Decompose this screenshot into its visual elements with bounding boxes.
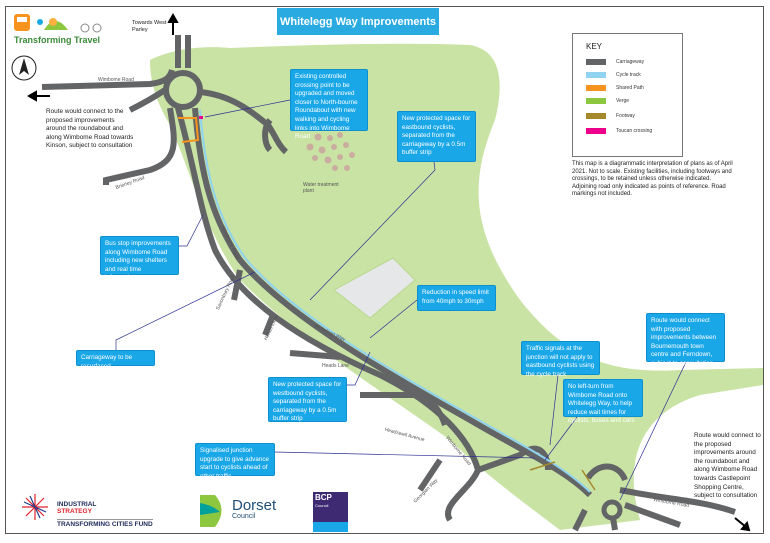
footway <box>529 461 596 491</box>
page-title: Whitelegg Way Improvements <box>277 8 439 35</box>
cycle-track-swatch <box>586 72 606 78</box>
callout-bournemouth: Route would connect with proposed improv… <box>646 313 725 367</box>
road-label: Heads Lane <box>322 363 349 369</box>
key-item: Carriageway <box>586 59 644 65</box>
key-label: Verge <box>616 98 630 104</box>
industrial-strategy-logo: INDUSTRIAL STRATEGY TRANSFORMING CITIES … <box>57 501 153 529</box>
note-route-kinson: Route would connect to the proposed impr… <box>46 108 134 150</box>
industrial-strategy-logo-icon <box>22 494 48 520</box>
logo-line: TRANSFORMING CITIES FUND <box>57 519 153 528</box>
callout-signalised: Signalised junction upgrade to give adva… <box>195 443 275 480</box>
callout-leaders <box>115 99 687 501</box>
map-key: KEY Carriageway Cycle track Shared Path … <box>572 33 683 157</box>
logo-line: STRATEGY <box>57 507 92 515</box>
callout-bus-stop: Bus stop improvements along Wimbome Road… <box>100 236 179 281</box>
key-label: Cycle track <box>616 72 641 78</box>
logo-text: Transforming Travel <box>14 35 101 45</box>
key-item: Toucan crossing <box>586 128 652 134</box>
key-item: Verge <box>586 98 629 104</box>
cycle-track <box>199 109 591 493</box>
key-item: Shared Path <box>586 85 644 91</box>
water-plant-label: Water treatment plant <box>303 182 339 194</box>
callout-signals: Traffic signals at the junction will not… <box>521 341 600 378</box>
north-icon <box>11 55 37 81</box>
callout-eastbound: New protected space for eastbound cyclis… <box>397 111 476 162</box>
shared-path <box>178 117 200 143</box>
key-item: Cycle track <box>586 72 641 78</box>
callout-resurface: Carriageway to be resurfaced <box>76 350 155 370</box>
key-item: Footway <box>586 113 635 119</box>
logo-line: Council <box>232 513 256 520</box>
direction-arrows <box>26 12 751 532</box>
logo-line: INDUSTRIAL <box>57 501 97 508</box>
callout-left-turn: No left-turn from Wimbome Road onto Whit… <box>563 379 643 424</box>
key-label: Toucan crossing <box>616 128 653 134</box>
logo-line: BCP <box>315 493 332 502</box>
bcp-logo-icon <box>313 492 348 532</box>
callout-crossing: Existing controlled crossing point to be… <box>290 69 368 140</box>
logo-line: Dorset <box>232 497 277 514</box>
south-roundabout <box>601 499 623 521</box>
key-title: KEY <box>586 42 603 51</box>
toucan-crossing <box>199 116 203 119</box>
carriageway-roads <box>41 35 736 532</box>
bcp-logo: BCP Council <box>315 494 332 510</box>
dorset-logo-icon <box>200 495 222 527</box>
note-route-castlepoint: Route would connect to the proposed impr… <box>694 432 761 500</box>
transforming-travel-logo-icon <box>14 14 102 33</box>
verge-swatch <box>586 98 606 104</box>
callout-westbound: New protected space for westbound cyclis… <box>268 377 347 422</box>
footway-swatch <box>586 113 606 119</box>
map-frame <box>5 6 764 534</box>
key-label: Shared Path <box>616 85 644 91</box>
water-treatment-dots <box>306 132 355 171</box>
carriageway-swatch <box>586 59 606 65</box>
north-roundabout <box>163 70 203 110</box>
key-label: Footway <box>616 113 635 119</box>
logo-line: Council <box>315 503 329 508</box>
toucan-swatch <box>586 128 606 134</box>
shared-path-swatch <box>586 85 606 91</box>
disclaimer: This map is a diagrammatic interpretatio… <box>572 161 733 197</box>
callout-speed: Reduction in speed limit from 40mph to 3… <box>417 285 496 311</box>
dorset-logo: Dorset Council <box>232 498 276 521</box>
key-label: Carriageway <box>616 59 645 65</box>
road-label: Wimbome Road <box>98 77 134 83</box>
towards-west-parley: Towards West Parley <box>132 20 167 33</box>
grey-site <box>333 257 416 319</box>
